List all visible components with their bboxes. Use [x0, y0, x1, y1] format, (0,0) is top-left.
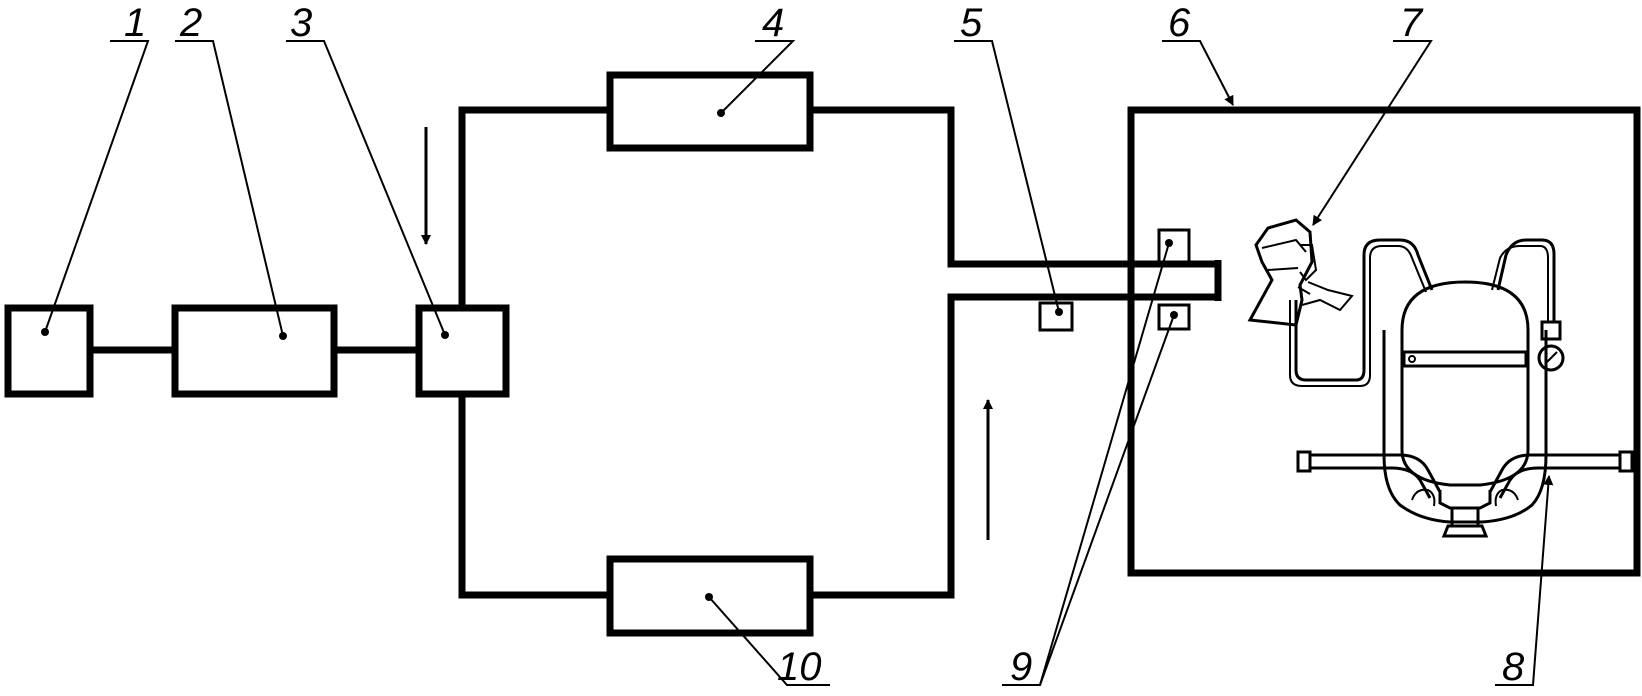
leader-3: [286, 40, 446, 336]
leader-2: [175, 40, 284, 337]
leader-9: [1002, 242, 1170, 686]
label-4: 4: [762, 1, 784, 45]
leader-1: [44, 40, 150, 333]
label-3: 3: [290, 1, 312, 45]
label-9: 9: [1010, 645, 1032, 689]
leader-10: [708, 596, 830, 686]
leader-6: [1162, 40, 1234, 106]
component-10-box: [606, 555, 814, 637]
breathing-apparatus-illustration: [1247, 218, 1634, 538]
upper-pipe: [458, 106, 610, 308]
label-10: 10: [777, 645, 822, 689]
leader-9b: [1039, 314, 1175, 686]
leader-8: [1495, 475, 1554, 686]
label-6: 6: [1168, 1, 1191, 45]
label-1: 1: [124, 1, 146, 45]
component-4-box: [606, 71, 814, 152]
label-2: 2: [179, 1, 202, 45]
label-7: 7: [1400, 1, 1424, 45]
label-5: 5: [960, 1, 983, 45]
lower-pipe-right: [810, 293, 1218, 599]
chamber-6: [1127, 106, 1641, 577]
lower-pipe: [458, 394, 610, 599]
label-8: 8: [1502, 645, 1525, 689]
leader-4: [720, 40, 796, 114]
component-3-box: [415, 304, 510, 398]
leader-7: [1312, 40, 1433, 226]
leader-5: [954, 40, 1060, 313]
upper-pipe-right: [810, 106, 1218, 268]
component-2-box: [171, 304, 338, 398]
sensor-5: [1038, 301, 1074, 332]
